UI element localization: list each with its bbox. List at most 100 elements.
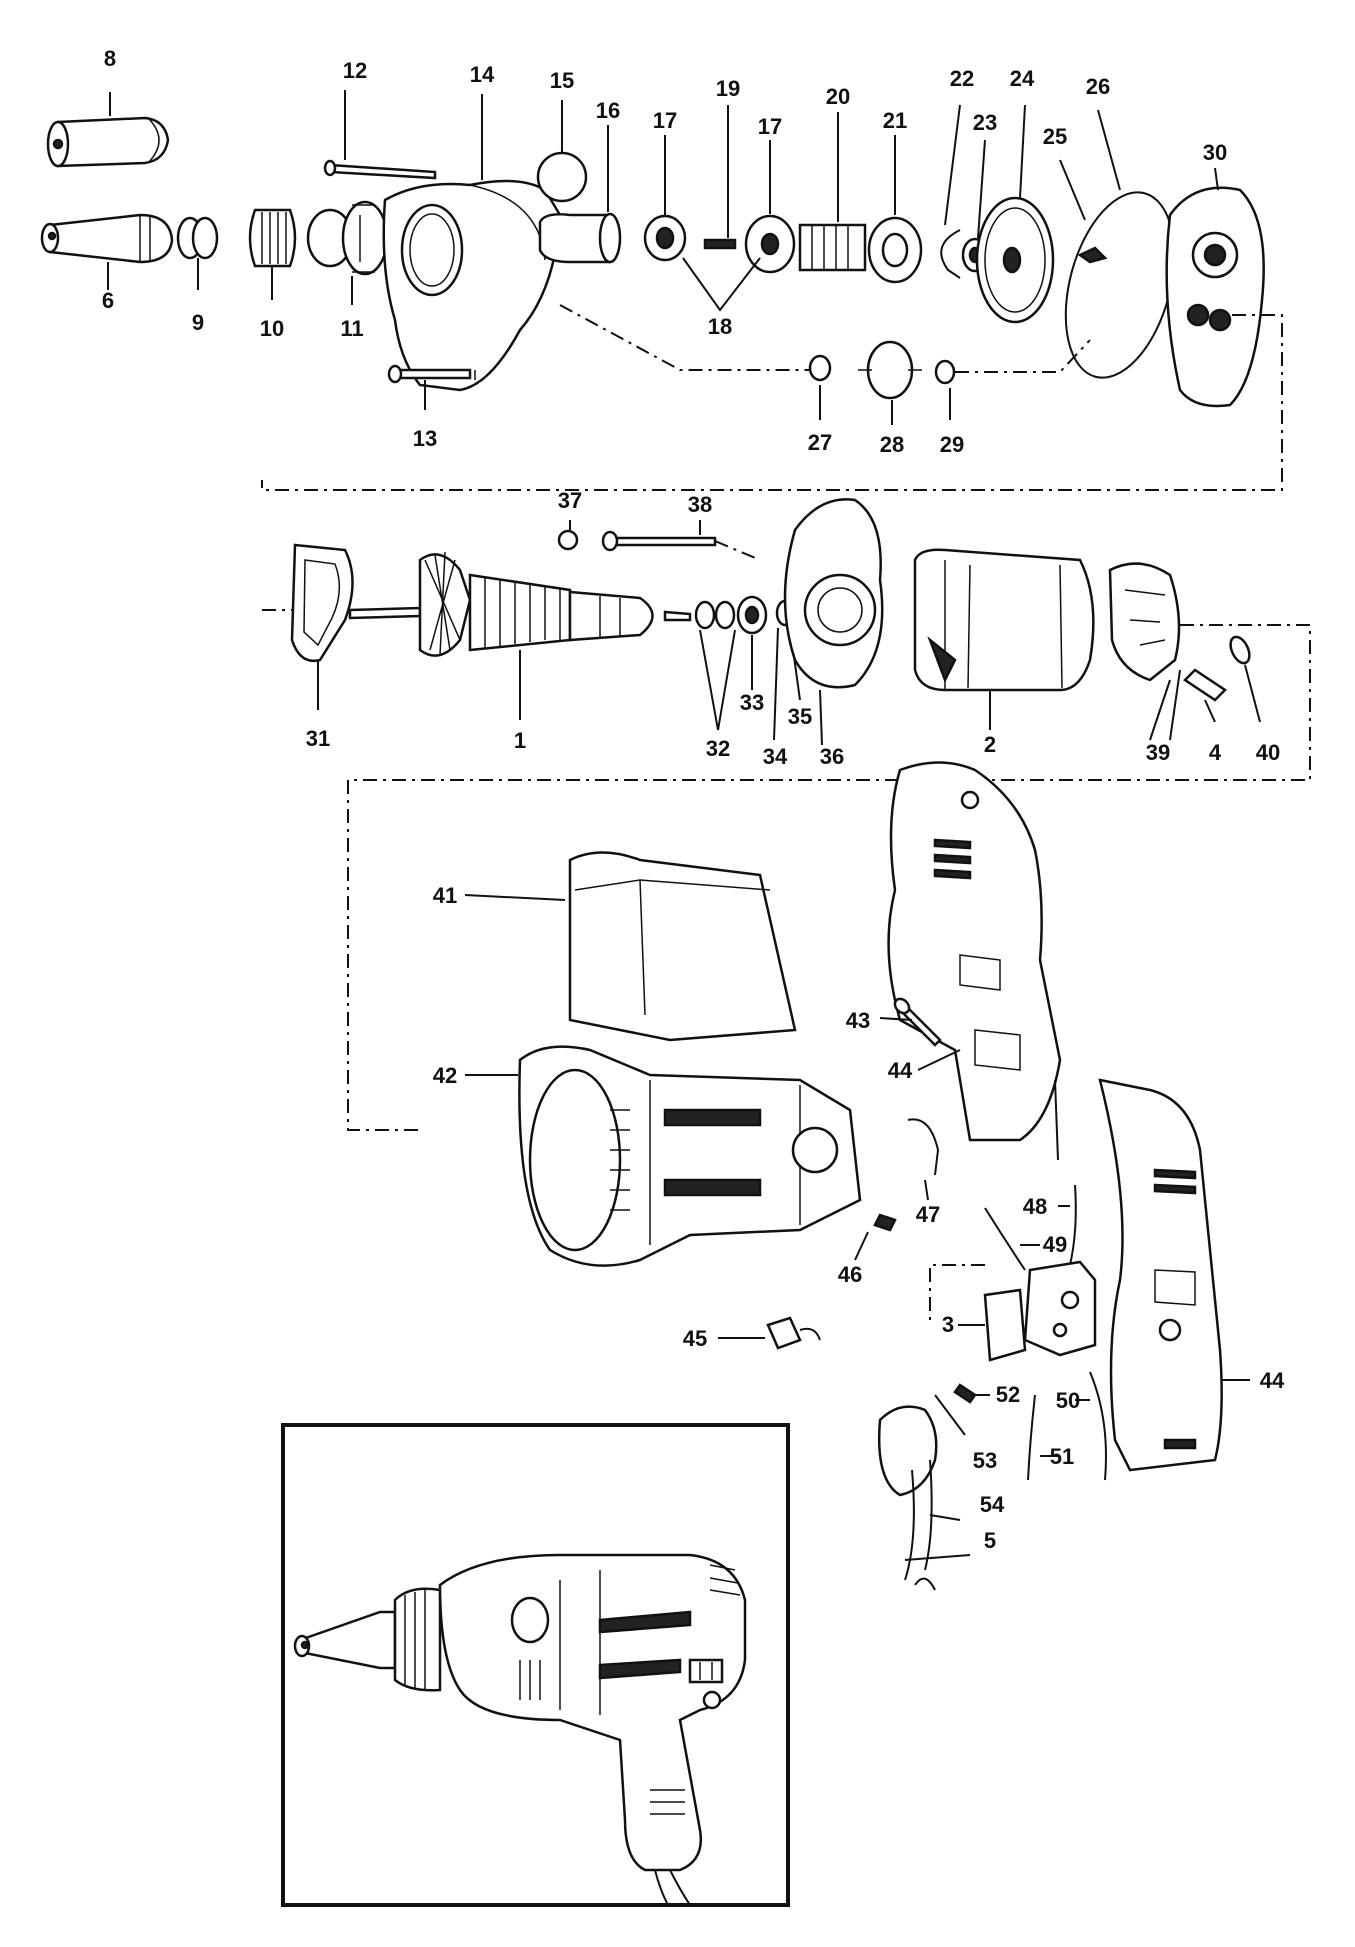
label-21: 21: [883, 108, 907, 133]
row-2-labels: 37 38 31 1 32 33 34 35 36 2 39 4 40: [306, 488, 1280, 769]
part-22-clip: [940, 104, 961, 279]
label-10: 10: [260, 316, 284, 341]
label-31: 31: [306, 726, 330, 751]
label-2: 2: [984, 732, 996, 757]
part-18-leader: [682, 257, 761, 312]
label-36: 36: [820, 744, 844, 769]
part-10-nut: [248, 208, 297, 300]
row-3-labels: 41 42 43 44 47 46 48 49 3 45 52 50 44 53…: [433, 883, 1285, 1553]
label-24: 24: [1010, 66, 1035, 91]
label-26: 26: [1086, 74, 1110, 99]
part-17a-gear: [643, 135, 687, 262]
part-32-35-bearings: [694, 595, 801, 741]
label-15: 15: [550, 68, 574, 93]
label-4: 4: [1209, 740, 1222, 765]
label-14: 14: [470, 62, 495, 87]
part-14-gear-housing: [382, 94, 562, 392]
label-6: 6: [102, 288, 114, 313]
part-19-pin: [703, 105, 737, 250]
part-3-switch: [958, 1260, 1097, 1362]
label-8: 8: [104, 46, 116, 71]
label-49: 49: [1043, 1232, 1067, 1257]
part-15-disc: [536, 100, 588, 203]
part-9-rings: [176, 216, 219, 290]
label-29: 29: [940, 432, 964, 457]
assembled-drywall-screwdriver: [293, 1553, 747, 1906]
label-35: 35: [788, 704, 812, 729]
part-47-clip: [907, 1118, 940, 1201]
label-39: 39: [1146, 740, 1170, 765]
label-46: 46: [838, 1262, 862, 1287]
label-32: 32: [706, 736, 730, 761]
part-44a-leader: [917, 1049, 961, 1071]
label-22: 22: [950, 66, 974, 91]
row-2-motor-assembly: [262, 498, 1311, 1131]
label-43: 43: [846, 1008, 870, 1033]
label-18: 18: [708, 314, 732, 339]
label-41: 41: [433, 883, 457, 908]
label-50: 50: [1056, 1388, 1080, 1413]
part-30-gear-plate: [1165, 167, 1265, 408]
label-47: 47: [916, 1202, 940, 1227]
part-13-screw: [387, 364, 472, 410]
label-3: 3: [942, 1312, 954, 1337]
part-16-bushing: [538, 125, 622, 264]
label-33: 33: [740, 690, 764, 715]
label-44b: 44: [1260, 1368, 1285, 1393]
label-45: 45: [683, 1326, 707, 1351]
part-36-end-bracket: [783, 498, 884, 746]
part-37-38-screw: [557, 520, 761, 561]
part-31-baffle: [262, 543, 354, 710]
label-20: 20: [826, 84, 850, 109]
part-20-shaft: [798, 112, 867, 272]
part-42-motor-housing: [465, 1045, 862, 1267]
part-8-sleeve: [46, 92, 170, 168]
label-1: 1: [514, 728, 526, 753]
part-27-28-29-idler: [808, 340, 956, 425]
part-6-nosecone: [40, 213, 174, 290]
label-17a: 17: [653, 108, 677, 133]
label-23: 23: [973, 110, 997, 135]
label-52: 52: [996, 1382, 1020, 1407]
part-41-cover: [464, 851, 797, 1042]
label-34: 34: [763, 744, 788, 769]
assembly-line-row1: [261, 304, 1283, 491]
label-37: 37: [558, 488, 582, 513]
part-46-screw: [854, 1213, 897, 1261]
label-40: 40: [1256, 740, 1280, 765]
part-17b-gear: [744, 140, 796, 274]
label-44a: 44: [888, 1058, 913, 1083]
part-4-40-brush: [1183, 635, 1261, 723]
label-51: 51: [1050, 1444, 1074, 1469]
label-25: 25: [1043, 124, 1067, 149]
label-17b: 17: [758, 114, 782, 139]
label-13: 13: [413, 426, 437, 451]
label-12: 12: [343, 58, 367, 83]
row-1-gear-assembly: [40, 90, 1283, 491]
part-50-51-leads: [1027, 1371, 1107, 1481]
row-3-housing-assembly: [464, 761, 1250, 1591]
label-38: 38: [688, 492, 712, 517]
part-52-54-cord: [877, 1264, 990, 1591]
part-39-brush-holder: [347, 562, 1311, 1131]
label-28: 28: [880, 432, 904, 457]
label-42: 42: [433, 1063, 457, 1088]
part-48-49-leads: [984, 1184, 1077, 1271]
label-16: 16: [596, 98, 620, 123]
part-44b-handle-right: [1098, 1078, 1250, 1472]
part-12-screw: [323, 90, 437, 180]
part-1-armature: [348, 551, 692, 720]
part-43-screw: [879, 997, 942, 1047]
part-44a-handle-left: [887, 761, 1062, 1161]
part-2-field: [913, 548, 1095, 730]
part-45-plug: [718, 1316, 821, 1350]
part-11-clutch: [306, 200, 389, 305]
label-48: 48: [1023, 1194, 1047, 1219]
part-21-bearing: [867, 135, 923, 284]
label-5: 5: [984, 1528, 996, 1553]
label-27: 27: [808, 430, 832, 455]
label-19: 19: [716, 76, 740, 101]
label-30: 30: [1203, 140, 1227, 165]
row-1-labels: 8 12 14 15 16 17 19 17 20 21 22 24 23 26…: [102, 46, 1227, 457]
